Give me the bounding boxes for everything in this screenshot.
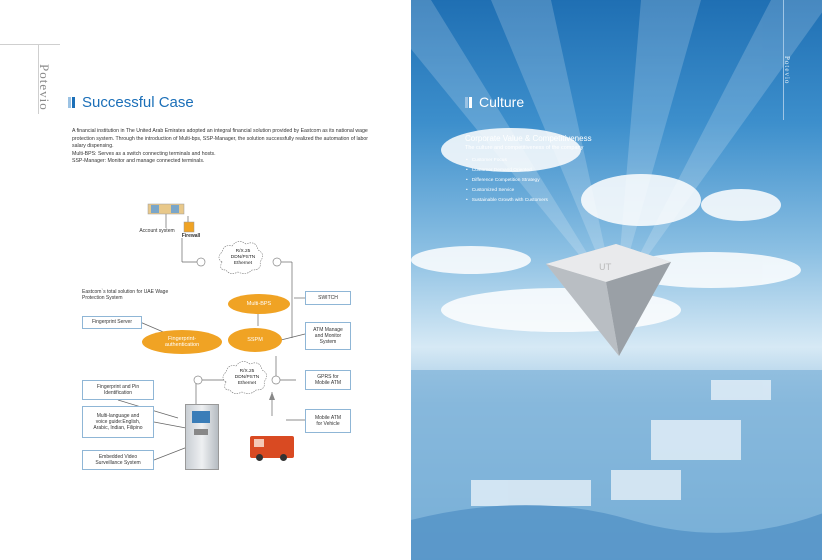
value-list: Customer Focus Customer Demand Oriented …: [466, 158, 548, 208]
atm-manage-box: ATM Manage and Monitor System: [305, 322, 351, 350]
account-system-label: Account system: [139, 228, 175, 234]
network-cloud-bottom: R/X.25 DDN/PSTN Ethernet: [234, 369, 260, 386]
svg-text:UT: UT: [599, 263, 612, 273]
left-page: Potevio Successful Case A financial inst…: [0, 44, 372, 470]
culture-title: Culture: [469, 94, 524, 110]
margin-rule: [38, 44, 39, 114]
solution-label: Eastcom`s total solution for UAE Wage Pr…: [82, 289, 169, 301]
fingerprint-auth-node: Fingerprint- authentication: [142, 330, 222, 354]
fingerprint-pin-box: Fingerprint and Pin Identification: [82, 380, 154, 400]
case-description: A financial institution in The United Ar…: [72, 128, 372, 166]
pyramid-icon: UT: [546, 244, 671, 356]
paragraph: A financial institution in The United Ar…: [72, 128, 369, 150]
list-item: Customer Demand Oriented: [466, 168, 548, 178]
list-item: Customized Service: [466, 188, 548, 198]
section-title: Successful Case: [72, 94, 194, 111]
paragraph: SSP-Manager: Monitor and manage connecte…: [72, 158, 205, 165]
multi-bps-node: Multi-BPS: [228, 294, 290, 314]
background-art: UT: [411, 0, 822, 560]
multi-language-box: Multi-language and voice guide:English, …: [82, 406, 154, 438]
list-item: Customer Focus: [466, 158, 548, 168]
sspm-node: SSPM: [228, 328, 282, 352]
diagram-lines: [117, 203, 306, 461]
right-margin-rule: [783, 0, 784, 120]
list-item: Sustainable Growth with Customers: [466, 198, 548, 208]
switch-box: SWITCH: [305, 291, 351, 305]
vehicle-icon: [250, 436, 294, 461]
gprs-box: GPRS for Mobile ATM: [305, 370, 351, 390]
fingerprint-server-box: Fingerprint Server: [82, 316, 142, 329]
mobile-atm-box: Mobile ATM for Vehicle: [305, 409, 351, 433]
brand-vertical-right: Potevio: [783, 56, 791, 85]
paragraph: Multi-BPS: Serves as a switch connecting…: [72, 150, 216, 157]
video-surveillance-box: Embedded Video Surveillance System: [82, 450, 154, 470]
server-icon: [147, 203, 185, 215]
corporate-value-subtitle: The culture and competitiveness of the c…: [465, 145, 584, 151]
corporate-value-title: Corporate Value & Competitiveness: [465, 134, 592, 143]
atm-icon: [185, 404, 219, 470]
firewall-label: Firewall: [181, 233, 201, 239]
network-cloud-top: R/X.25 DDN/PSTN Ethernet: [230, 249, 256, 266]
top-rule: [0, 44, 60, 45]
list-item: Difference Competition Strategy: [466, 178, 548, 188]
right-page: UT Potevio Culture: [411, 0, 822, 560]
